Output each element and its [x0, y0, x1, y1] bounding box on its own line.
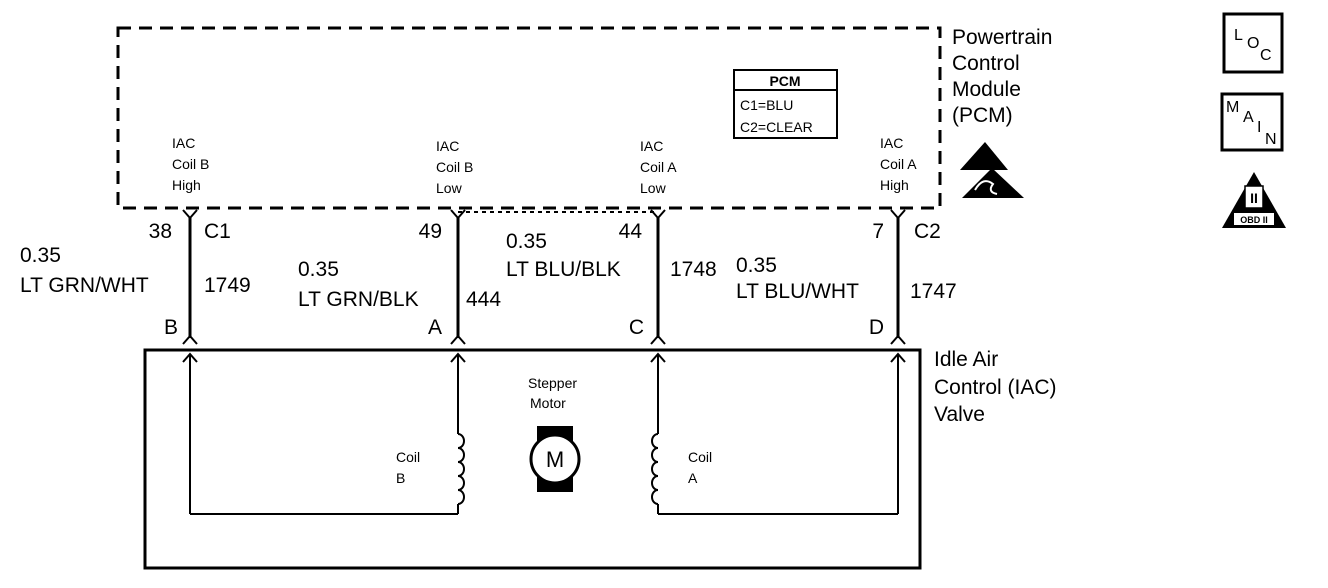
coil-b-circuit: [182, 352, 466, 515]
circuit-number: 1749: [204, 274, 251, 297]
diagram-text: C: [1260, 47, 1272, 64]
coil-a-label: A: [688, 470, 698, 486]
loc-icon: L O C: [1222, 12, 1284, 74]
main-icon: M A I N: [1220, 92, 1284, 152]
pin-number: 44: [619, 220, 643, 243]
wire-444: [450, 209, 466, 345]
pcm-badge-c1: C1=BLU: [740, 97, 793, 113]
coil-b-label: B: [396, 470, 405, 486]
circuit-number: 444: [466, 288, 501, 311]
pin-number: 7: [872, 220, 884, 243]
wire-color: LT GRN/WHT: [20, 274, 149, 297]
circuit-number: 1747: [910, 280, 957, 303]
coil-b-label: Coil: [396, 449, 420, 465]
pcm-name-line: Powertrain: [952, 26, 1052, 49]
coil-b-winding: [457, 433, 465, 505]
pcm-connector-badge: PCM C1=BLU C2=CLEAR: [733, 69, 838, 139]
pin-label-line: Coil B: [172, 156, 209, 172]
stepper-motor-label: Stepper: [528, 375, 577, 391]
pin-number: 38: [149, 220, 172, 243]
terminal-letter: C: [629, 316, 644, 339]
pin-label-line: Low: [640, 180, 667, 196]
diagram-text: I: [1257, 119, 1261, 136]
coil-a-label: Coil: [688, 449, 712, 465]
wire-1749: [182, 209, 198, 345]
pin-label-line: Coil A: [880, 156, 917, 172]
stepper-motor-label: Motor: [530, 395, 566, 411]
pin-signal-label-3: IAC Coil A Low: [640, 138, 677, 196]
pin-label-line: Low: [436, 180, 463, 196]
iac-valve-body: [143, 348, 922, 570]
motor-symbol: M: [546, 447, 564, 472]
terminal-letter: A: [428, 316, 442, 339]
coil-a-circuit: [650, 352, 906, 515]
valve-name-line: Idle Air: [934, 348, 998, 371]
stepper-motor-icon: M: [529, 426, 581, 492]
pin-label-line: Coil A: [640, 159, 677, 175]
pin-label-line: IAC: [640, 138, 663, 154]
diagram-text: A: [1243, 109, 1254, 126]
connector-id: C1: [204, 220, 231, 243]
wire-color: LT BLU/BLK: [506, 258, 621, 281]
diagram-text: II: [1250, 190, 1258, 206]
pcm-name-line: (PCM): [952, 104, 1013, 127]
pcm-name: Powertrain Control Module (PCM): [952, 26, 1052, 127]
diagram-text: OBD II: [1240, 215, 1268, 225]
valve-name-line: Valve: [934, 403, 985, 426]
wire-1747: [890, 209, 906, 345]
pcm-name-line: Control: [952, 52, 1020, 75]
wire-gauge: 0.35: [20, 244, 61, 267]
pin-signal-label-2: IAC Coil B Low: [436, 138, 473, 196]
wire-color: LT BLU/WHT: [736, 280, 859, 303]
wire-gauge: 0.35: [506, 230, 547, 253]
diagram-text: L: [1234, 27, 1243, 44]
wire-gauge: 0.35: [298, 258, 339, 281]
diagram-text: O: [1247, 35, 1259, 52]
circuit-number: 1748: [670, 258, 717, 281]
pin-label-line: IAC: [880, 135, 903, 151]
wire-1748: [650, 209, 666, 345]
pcm-name-line: Module: [952, 78, 1021, 101]
wire-color: LT GRN/BLK: [298, 288, 419, 311]
pin-label-line: High: [880, 177, 909, 193]
pin-label-line: IAC: [436, 138, 459, 154]
connector-id: C2: [914, 220, 941, 243]
diagram-text: N: [1265, 131, 1277, 148]
pin-label-line: High: [172, 177, 201, 193]
obd-ii-icon: II OBD II: [1222, 172, 1286, 228]
electrostatic-discharge-icon: [960, 142, 1024, 198]
pcm-badge-title: PCM: [769, 73, 800, 89]
pin-label-line: Coil B: [436, 159, 473, 175]
diagram-text: M: [1226, 99, 1239, 116]
valve-name-line: Control (IAC): [934, 376, 1057, 399]
pin-signal-label-4: IAC Coil A High: [880, 135, 917, 193]
wire-gauge: 0.35: [736, 254, 777, 277]
coil-a-winding: [651, 433, 659, 505]
pin-label-line: IAC: [172, 135, 195, 151]
pin-signal-label-1: IAC Coil B High: [172, 135, 209, 193]
iac-valve-name: Idle Air Control (IAC) Valve: [934, 348, 1057, 426]
pcm-badge-c2: C2=CLEAR: [740, 119, 813, 135]
pcm-module-boundary: [116, 26, 942, 210]
pin-number: 49: [419, 220, 442, 243]
terminal-letter: B: [164, 316, 178, 339]
terminal-letter: D: [869, 316, 884, 339]
